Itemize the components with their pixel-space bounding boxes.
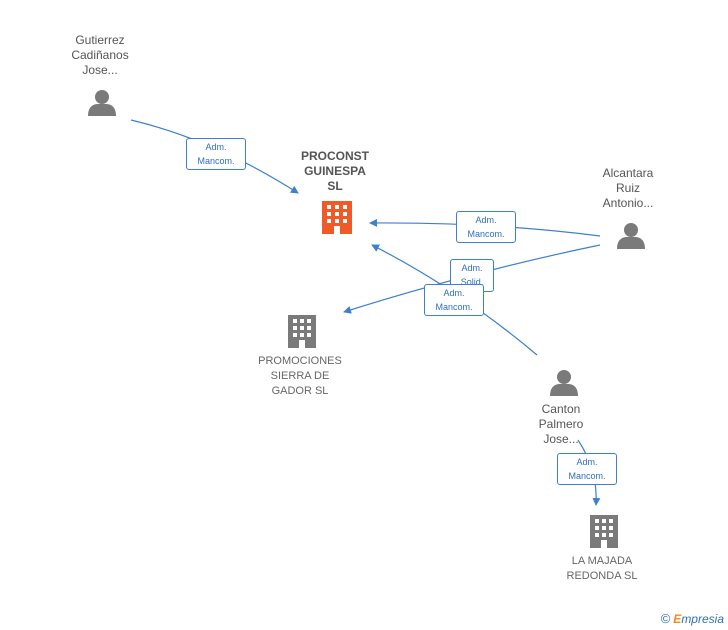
brand-name: mpresia — [681, 612, 724, 626]
label-line: Alcantara — [602, 166, 654, 180]
node-label-proconst[interactable]: PROCONST GUINESPA SL — [285, 149, 385, 194]
label-line: Antonio... — [602, 196, 654, 210]
edge-label-line: Mancom. — [568, 471, 606, 481]
label-line: Canton — [541, 402, 581, 416]
label-line: Cadiñanos — [71, 48, 129, 62]
label-line: SIERRA DE — [270, 370, 330, 382]
copyright-symbol: © — [660, 611, 671, 626]
node-label-gutierrez[interactable]: Gutierrez Cadiñanos Jose... — [50, 33, 150, 78]
edge-label-line: Solid. — [460, 277, 484, 287]
edge-label-line: Adm. — [475, 215, 497, 225]
person-icon[interactable] — [617, 223, 645, 249]
edge-label-line: Mancom. — [435, 302, 473, 312]
label-line: GADOR SL — [271, 385, 329, 397]
node-label-promociones[interactable]: PROMOCIONES SIERRA DE GADOR SL — [245, 354, 355, 399]
node-label-canton[interactable]: Canton Palmero Jose... — [511, 402, 611, 447]
person-icon[interactable] — [550, 370, 578, 396]
edge-label-adm-mancom[interactable]: Adm. Mancom. — [424, 284, 484, 316]
building-icon[interactable] — [590, 515, 618, 548]
label-line: GUINESPA — [304, 164, 366, 178]
label-line: PROCONST — [300, 149, 369, 163]
building-icon[interactable] — [288, 315, 316, 348]
label-line: LA MAJADA — [571, 555, 633, 567]
label-line: Ruiz — [615, 181, 640, 195]
brand-initial: E — [673, 612, 682, 626]
edge-label-adm-mancom[interactable]: Adm. Mancom. — [456, 211, 516, 243]
label-line: Jose... — [543, 432, 579, 446]
edge-label-line: Adm. — [461, 263, 483, 273]
label-line: REDONDA SL — [566, 570, 638, 582]
edge-label-line: Mancom. — [467, 229, 505, 239]
edge-label-line: Adm. — [576, 457, 598, 467]
label-line: Jose... — [82, 63, 118, 77]
node-label-alcantara[interactable]: Alcantara Ruiz Antonio... — [578, 166, 678, 211]
edge-label-adm-mancom[interactable]: Adm. Mancom. — [186, 138, 246, 170]
edge-label-line: Mancom. — [197, 156, 235, 166]
node-label-lamajada[interactable]: LA MAJADA REDONDA SL — [550, 554, 654, 584]
label-line: SL — [327, 179, 343, 193]
edge-label-line: Adm. — [205, 142, 227, 152]
edge-label-adm-mancom[interactable]: Adm. Mancom. — [557, 453, 617, 485]
label-line: PROMOCIONES — [258, 355, 342, 367]
label-line: Palmero — [538, 417, 584, 431]
building-icon[interactable] — [322, 201, 352, 234]
empresia-logo: ©Empresia — [661, 611, 724, 626]
person-icon[interactable] — [88, 90, 116, 116]
label-line: Gutierrez — [75, 33, 125, 47]
edge-label-line: Adm. — [443, 288, 465, 298]
